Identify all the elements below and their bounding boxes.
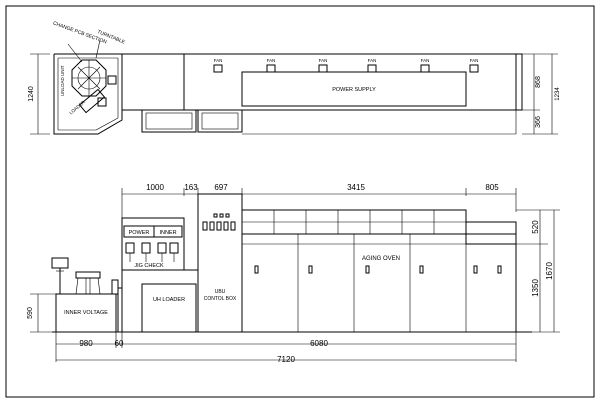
uh-loader-box — [141, 283, 197, 333]
uh-loader-label: UH LOADER — [153, 297, 185, 303]
dim-label-366: 366 — [535, 116, 542, 128]
lower-cabinet — [141, 109, 197, 133]
fan-icon — [367, 64, 377, 73]
oven-door-handle — [497, 265, 502, 274]
fan-label: FAN — [319, 58, 328, 63]
power-supply-box — [241, 71, 467, 107]
fan-label: FAN — [214, 58, 223, 63]
dim-6080: 6080 — [310, 339, 328, 348]
control-box-label: CONTOL BOX — [204, 296, 237, 302]
loader-small-box — [97, 97, 107, 107]
dim-1000: 1000 — [146, 183, 164, 192]
oven-door-handle — [473, 265, 478, 274]
test-fixture — [75, 271, 101, 279]
jig-fixture — [169, 242, 179, 254]
dim-805: 805 — [485, 183, 499, 192]
fan-icon — [420, 64, 430, 73]
loader-block — [78, 88, 106, 114]
aging-oven-body — [241, 233, 517, 333]
dim-60: 60 — [115, 339, 124, 348]
fan-icon — [469, 64, 479, 73]
dim-7120: 7120 — [277, 355, 295, 364]
oven-door-handle — [419, 265, 424, 274]
oven-door-handle — [254, 265, 259, 274]
lower-cabinet-2 — [197, 109, 243, 133]
fan-row: FAN FAN FAN FAN FAN FAN — [213, 58, 479, 73]
fan-icon — [318, 64, 328, 73]
fan-label: FAN — [421, 58, 430, 63]
power-label: POWER — [129, 230, 150, 236]
dim-label-1240: 1240 — [28, 86, 35, 102]
drawing-frame — [5, 5, 595, 398]
dim-520: 520 — [531, 220, 540, 234]
ubu-label: UBU — [215, 289, 226, 295]
label-loader: LOADER — [68, 99, 86, 115]
inner-label: INNER — [159, 230, 176, 236]
turntable-octagon — [71, 59, 107, 97]
label-unload-unit: UNLOAD UNIT — [60, 65, 65, 96]
dim-label-868: 868 — [535, 76, 542, 88]
dim-1670: 1670 — [545, 262, 554, 280]
transfer-section — [121, 53, 185, 111]
oven-door-handle — [308, 265, 313, 274]
turntable-area — [53, 53, 123, 135]
fan-icon — [266, 64, 276, 73]
dim-697: 697 — [214, 183, 228, 192]
fan-label: FAN — [267, 58, 276, 63]
jig-check-label: JIG CHECK — [134, 263, 164, 269]
power-supply-label: POWER SUPPLY — [332, 87, 376, 93]
monitor-screen — [51, 257, 69, 269]
front-view: 1000 163 697 3415 805 AGING OVEN — [27, 183, 560, 364]
aging-oven-label: AGING OVEN — [362, 256, 400, 262]
dim-1350: 1350 — [531, 279, 540, 297]
dim-590: 590 — [27, 307, 34, 319]
dim-label-1234: 1234 — [555, 87, 561, 101]
dim-980: 980 — [79, 339, 93, 348]
fan-label: FAN — [368, 58, 377, 63]
dim-163: 163 — [184, 183, 198, 192]
top-view: 1240 CHANGE PCB SECTION TURNTABLE UNLOAD… — [28, 20, 561, 135]
inner-voltage-label: INNER VOLTAGE — [64, 310, 108, 316]
fan-icon — [213, 64, 223, 73]
jig-fixture — [141, 242, 151, 254]
oven-door-handle — [365, 265, 370, 274]
dim-3415: 3415 — [347, 183, 365, 192]
jig-fixture — [125, 242, 135, 254]
fan-label: FAN — [470, 58, 479, 63]
jig-fixture — [157, 242, 167, 254]
